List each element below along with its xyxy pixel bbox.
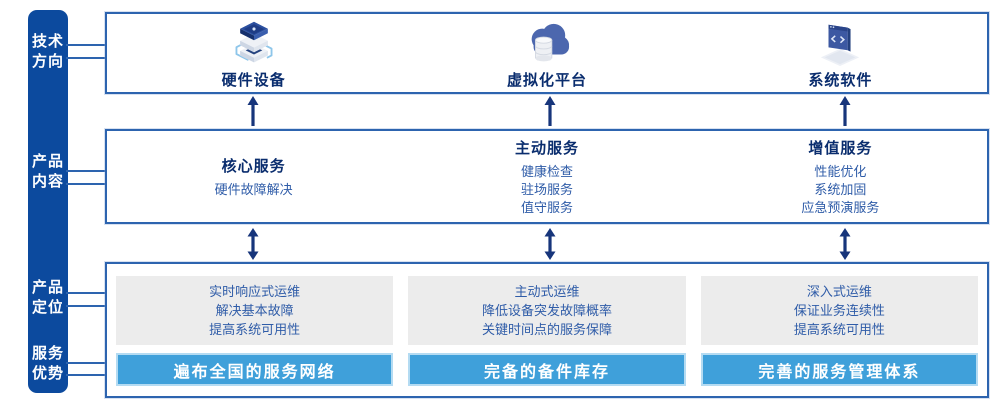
arrow-up-icon (543, 96, 557, 126)
tech-item-virtualization: 虚拟化平台 (400, 14, 693, 92)
advantage-banner: 遍布全国的服务网络 (116, 353, 394, 386)
code-window-icon (815, 19, 865, 67)
positioning-line: 提高系统可用性 (209, 322, 301, 337)
service-column-item: 硬件故障解决 (214, 181, 293, 197)
rail-label-text: 产品内容 (31, 153, 64, 190)
arrow-double-icon (543, 228, 557, 260)
cloud-database-icon (522, 19, 572, 67)
category-rail: 技术方向 产品内容 产品定位 服务优势 (28, 10, 68, 393)
tech-item-label: 系统软件 (808, 71, 873, 89)
connector-line (66, 362, 107, 364)
rail-label-position: 产品定位 (28, 278, 68, 318)
service-column-value-added: 增值服务 性能优化 系统加固 应急预演服务 (694, 131, 987, 222)
advantage-banner: 完备的备件库存 (408, 353, 686, 386)
positioning-line: 实时响应式运维 (209, 284, 301, 299)
advantage-banner: 完善的服务管理体系 (700, 353, 978, 386)
arrow-up-icon (838, 96, 852, 126)
rail-label-text: 服务优势 (31, 345, 64, 382)
positioning-box: 实时响应式运维 解决基本故障 提高系统可用性 遍布全国的服务网络 主动式运维 降… (105, 262, 989, 398)
tech-item-hardware: 硬件设备 (107, 14, 400, 92)
service-column-title: 增值服务 (808, 139, 873, 157)
positioning-line: 提高系统可用性 (793, 322, 885, 337)
rail-label-tech: 技术方向 (28, 32, 68, 72)
rail-label-text: 产品定位 (31, 279, 64, 316)
connector-line (66, 44, 107, 46)
positioning-panel: 深入式运维 保证业务连续性 提高系统可用性 (700, 276, 978, 345)
server-stack-icon (229, 19, 279, 67)
positioning-column-deep: 深入式运维 保证业务连续性 提高系统可用性 完善的服务管理体系 (700, 276, 978, 386)
product-content-box: 核心服务 硬件故障解决 主动服务 健康检查 驻场服务 值守服务 增值服务 性能优… (105, 129, 989, 224)
service-column-item: 系统加固 (814, 181, 867, 197)
service-column-item: 值守服务 (520, 199, 573, 215)
service-column-item: 健康检查 (520, 163, 573, 179)
connector-line (66, 170, 107, 172)
connector-line (66, 374, 107, 376)
service-column-proactive: 主动服务 健康检查 驻场服务 值守服务 (400, 131, 693, 222)
service-column-core: 核心服务 硬件故障解决 (107, 131, 400, 222)
rail-label-text: 技术方向 (31, 33, 64, 70)
connector-line (66, 183, 107, 185)
connector-line (66, 292, 107, 294)
service-column-title: 核心服务 (221, 157, 286, 175)
positioning-line: 解决基本故障 (215, 303, 294, 318)
tech-item-label: 硬件设备 (221, 71, 286, 89)
tech-direction-box: 硬件设备 虚拟化平台 (105, 12, 989, 94)
service-column-item: 应急预演服务 (801, 199, 880, 215)
arrow-double-icon (246, 228, 260, 260)
service-column-item: 性能优化 (814, 163, 867, 179)
positioning-line: 深入式运维 (806, 284, 872, 299)
positioning-panel: 主动式运维 降低设备突发故障概率 关键时间点的服务保障 (408, 276, 686, 345)
positioning-panel: 实时响应式运维 解决基本故障 提高系统可用性 (116, 276, 394, 345)
positioning-line: 关键时间点的服务保障 (481, 322, 612, 337)
tech-item-software: 系统软件 (694, 14, 987, 92)
connector-line (66, 305, 107, 307)
positioning-line: 保证业务连续性 (793, 303, 885, 318)
arrow-up-icon (246, 96, 260, 126)
positioning-line: 降低设备突发故障概率 (481, 303, 612, 318)
connector-line (66, 57, 107, 59)
rail-label-advantage: 服务优势 (28, 344, 68, 384)
positioning-column-realtime: 实时响应式运维 解决基本故障 提高系统可用性 遍布全国的服务网络 (116, 276, 394, 386)
rail-label-content: 产品内容 (28, 152, 68, 192)
positioning-line: 主动式运维 (514, 284, 580, 299)
arrow-double-icon (838, 228, 852, 260)
service-column-item: 驻场服务 (520, 181, 573, 197)
service-column-title: 主动服务 (514, 139, 579, 157)
positioning-column-proactive: 主动式运维 降低设备突发故障概率 关键时间点的服务保障 完备的备件库存 (408, 276, 686, 386)
tech-item-label: 虚拟化平台 (506, 71, 587, 89)
